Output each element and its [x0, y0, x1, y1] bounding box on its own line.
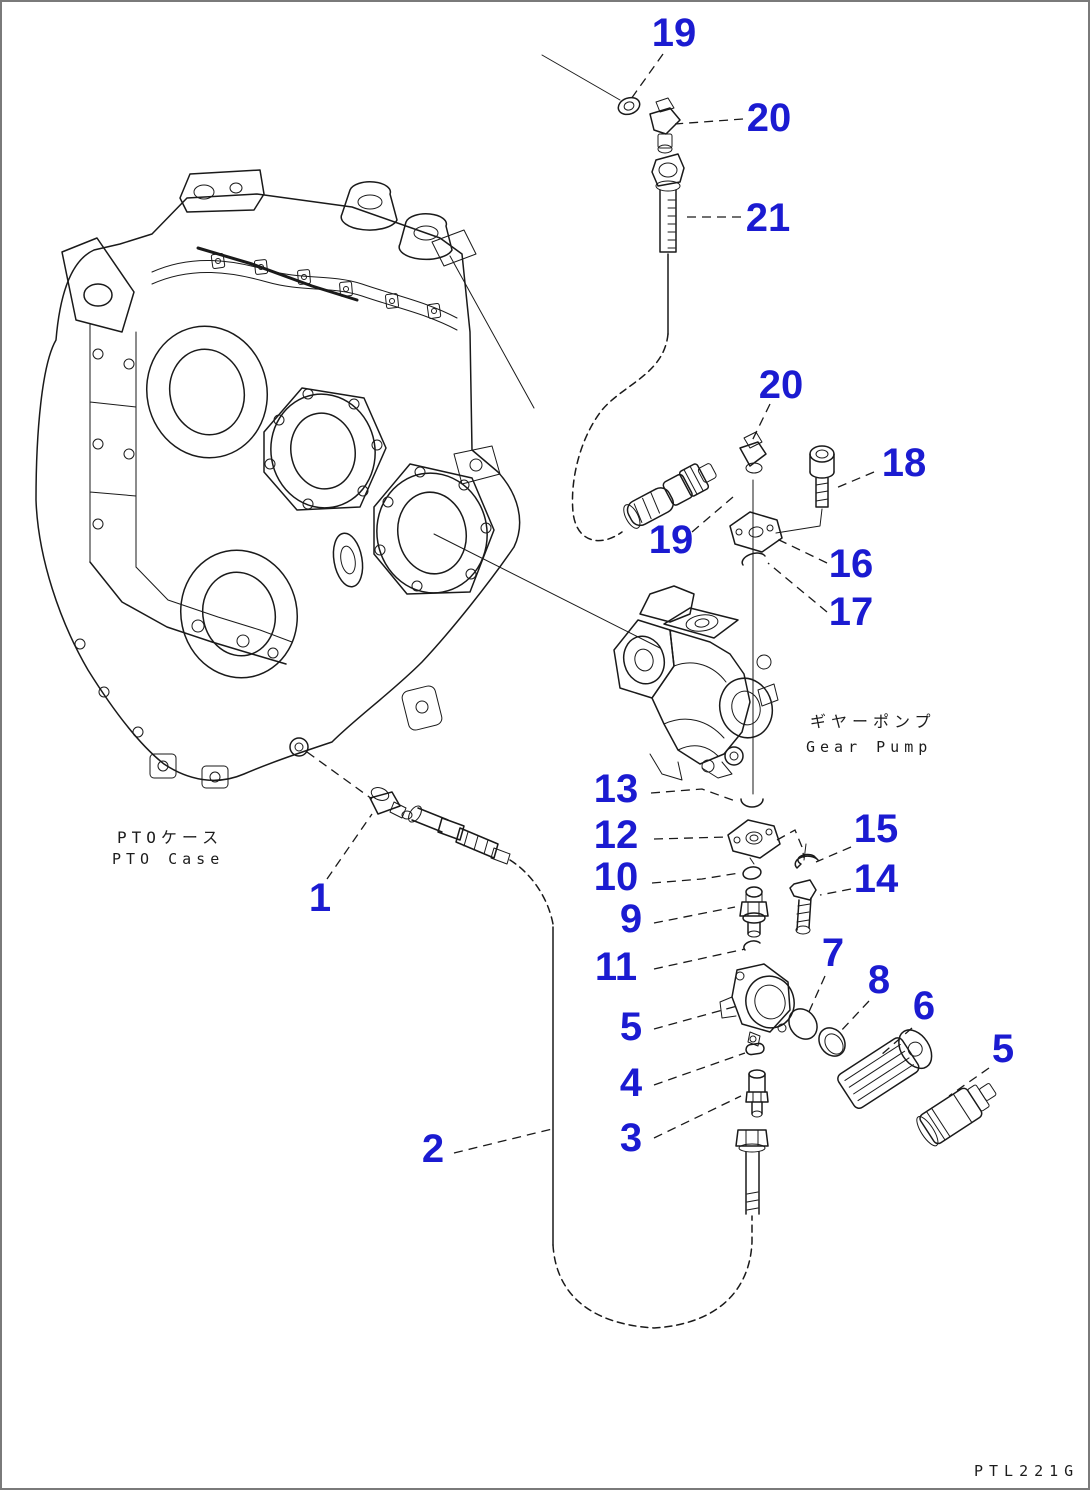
- leader-line-20-mid: [749, 403, 771, 446]
- callout-16: 16: [829, 542, 874, 586]
- callout-20-mid: 20: [759, 363, 804, 407]
- leader-line-6: [880, 1027, 913, 1056]
- callout-10: 10: [594, 855, 639, 899]
- part-3-tube: [735, 1129, 769, 1215]
- gear-pump-drawing: [613, 479, 779, 795]
- part-8-ring: [818, 1027, 846, 1057]
- leader-line-4: [653, 1052, 746, 1086]
- leader-line-19-mid: [691, 496, 734, 533]
- callout-2: 2: [422, 1127, 444, 1171]
- part-9-valve: [739, 886, 769, 938]
- drawing-code: PTL221G: [974, 1462, 1080, 1480]
- leader-line-19-top: [630, 53, 664, 100]
- part-7-oring: [788, 1008, 818, 1040]
- part-6-strainer: [837, 1029, 933, 1110]
- part-15-washer: [794, 843, 819, 869]
- leader-line-18: [835, 471, 875, 489]
- part-14-bolt: [789, 879, 817, 935]
- part-11-oring: [743, 940, 761, 951]
- part-10-oring: [742, 866, 762, 880]
- leader-line-9: [653, 906, 736, 924]
- callout-18: 18: [882, 441, 927, 485]
- part-21-bolt: [651, 153, 685, 253]
- leader-line-15: [815, 846, 852, 863]
- construction-line-top: [449, 255, 535, 409]
- leader-line-12: [653, 836, 728, 840]
- callout-6: 6: [913, 984, 935, 1028]
- callout-14: 14: [854, 857, 899, 901]
- pto-case-drawing: [35, 169, 521, 800]
- callout-12: 12: [594, 813, 639, 857]
- leader-line-3: [653, 1095, 742, 1139]
- leader-line-8: [839, 1000, 870, 1033]
- callout-21: 21: [746, 196, 791, 240]
- leader-lines: [326, 53, 990, 1154]
- leader-line-13: [650, 788, 739, 803]
- leader-line-10: [651, 872, 740, 884]
- leader-line-5-right: [948, 1067, 990, 1097]
- part-20-elbow-mid: [739, 431, 767, 474]
- callout-17: 17: [829, 590, 874, 634]
- part-1-hose-end: [408, 805, 511, 865]
- part-1-elbow: [369, 787, 413, 820]
- callout-19-mid: 19: [649, 518, 694, 562]
- callout-7: 7: [822, 931, 844, 975]
- leader-line-14: [819, 888, 852, 896]
- leader-line-7: [807, 975, 826, 1015]
- gear-pump-label-ja: ギヤーポンプ: [810, 712, 936, 731]
- part-3-fitting: [745, 1069, 769, 1118]
- part-12-plate: [727, 819, 805, 865]
- callout-5-left: 5: [620, 1005, 642, 1049]
- leader-line-11: [653, 948, 746, 970]
- leader-line-16: [774, 537, 828, 564]
- construction-line-part19-top: [541, 54, 621, 101]
- part-19-hose-fitting: [623, 463, 717, 529]
- callout-4: 4: [620, 1061, 643, 1105]
- callout-9: 9: [620, 897, 642, 941]
- part-16-plate: [729, 511, 783, 553]
- part-4-ring: [745, 1042, 765, 1056]
- callout-20-top: 20: [747, 96, 792, 140]
- pto-case-label-ja: PTOケース: [117, 828, 224, 847]
- part-20-elbow-top: [649, 97, 681, 154]
- part-19-ring-top: [617, 96, 641, 116]
- callout-3: 3: [620, 1116, 642, 1160]
- leader-line-20-top: [674, 118, 744, 125]
- part-5-housing: [719, 963, 795, 1047]
- callout-11: 11: [595, 945, 637, 989]
- pto-case-label-en: PTO Case: [112, 850, 225, 868]
- part-13-ring: [740, 798, 764, 808]
- gear-pump-label-en: Gear Pump: [806, 738, 933, 756]
- construction-line-case-to-pump: [433, 533, 661, 649]
- leader-line-1: [326, 813, 373, 880]
- callout-5-right: 5: [992, 1027, 1014, 1071]
- callout-8: 8: [868, 958, 890, 1002]
- part-5-spool: [916, 1083, 997, 1147]
- leader-line-17: [767, 562, 828, 613]
- callout-15: 15: [854, 807, 899, 851]
- hose-2: [509, 859, 753, 1329]
- hose-21-to-19: [571, 253, 669, 542]
- leader-line-2: [453, 1128, 553, 1154]
- part-17-ring: [741, 552, 766, 566]
- callout-19-top: 19: [652, 11, 697, 55]
- part-18-bolt: [775, 445, 835, 534]
- callout-13: 13: [594, 767, 639, 811]
- callout-1: 1: [309, 876, 331, 920]
